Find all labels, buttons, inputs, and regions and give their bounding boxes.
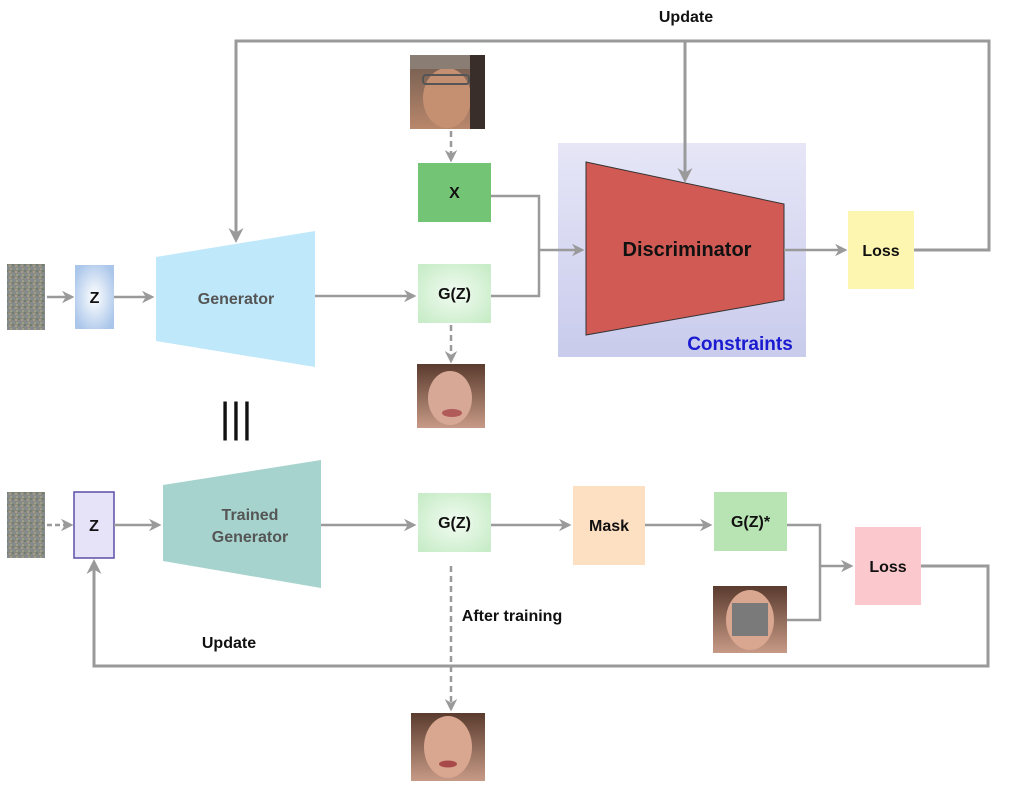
z-label-top: Z <box>90 290 100 307</box>
trained-generator-label-line1: Trained <box>222 507 279 524</box>
trained-generator-label-line2: Generator <box>212 529 288 546</box>
connector-masked-face-to-merge <box>787 566 822 622</box>
update-loop-top <box>228 39 991 252</box>
loss-node-top <box>848 211 914 289</box>
update-loop-bottom <box>86 559 990 668</box>
trained-generator-node <box>163 460 321 588</box>
update-label-top: Update <box>659 9 713 26</box>
discriminator-node <box>585 161 785 336</box>
gz-label-bottom: G(Z) <box>438 515 471 532</box>
mask-node <box>573 486 645 565</box>
connector-x-to-merge <box>491 194 541 250</box>
z-node-top <box>75 265 114 329</box>
equivalence-symbol: ||| <box>220 394 253 441</box>
constraints-label: Constraints <box>687 334 793 355</box>
gz-node-bottom <box>418 493 491 552</box>
connector-gz-to-merge <box>491 250 541 298</box>
gz-star-node <box>714 492 787 551</box>
after-training-label: After training <box>462 608 562 625</box>
z-label-bottom: Z <box>89 518 99 535</box>
generator-label: Generator <box>198 291 274 308</box>
x-node <box>418 163 491 222</box>
generated-face-image-top <box>417 364 485 428</box>
gz-label-top: G(Z) <box>438 286 471 303</box>
x-label: X <box>449 185 460 202</box>
masked-face-image <box>713 586 787 653</box>
final-face-image <box>411 713 485 781</box>
update-label-bottom: Update <box>202 635 256 652</box>
loss-node-bottom <box>855 527 921 605</box>
mask-label: Mask <box>589 518 629 535</box>
loss-label-bottom: Loss <box>869 559 906 576</box>
generator-node <box>156 231 315 367</box>
real-face-image <box>410 55 485 129</box>
noise-image-bottom <box>7 492 45 558</box>
connector-gz-star-to-merge <box>787 523 822 566</box>
loss-label-top: Loss <box>862 243 899 260</box>
noise-image-top <box>7 264 45 330</box>
gz-node-top <box>418 264 491 323</box>
z-node-bottom <box>73 491 115 559</box>
gz-star-label: G(Z)* <box>731 514 771 531</box>
discriminator-label: Discriminator <box>623 239 752 261</box>
